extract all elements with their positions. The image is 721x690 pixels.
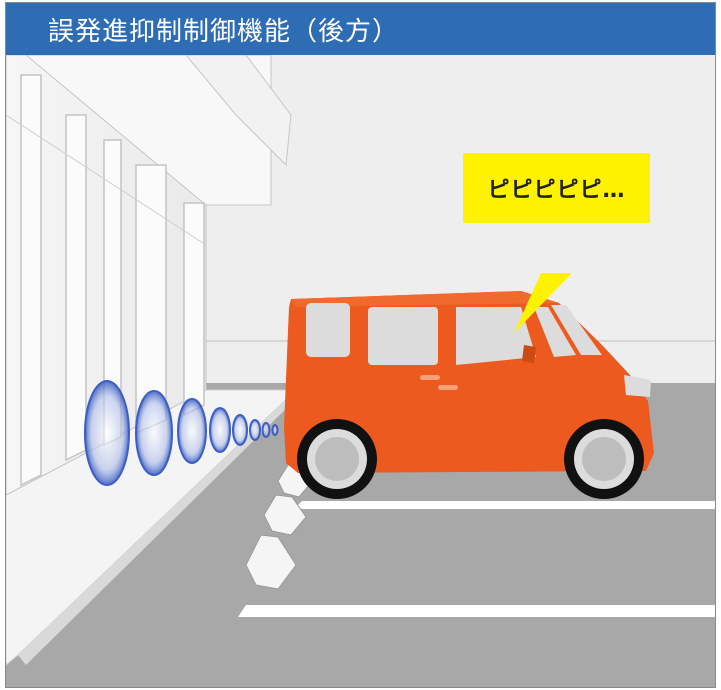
- header-bar: 誤発進抑制制御機能（後方）: [6, 3, 715, 55]
- callout-pointer: [514, 273, 572, 333]
- parking-scene: [6, 55, 715, 687]
- page-title: 誤発進抑制制御機能（後方）: [48, 16, 400, 47]
- front-wheel: [564, 419, 644, 499]
- rear-wheel: [297, 419, 377, 499]
- sensor-waves: [84, 380, 279, 486]
- illustration-frame: 誤発進抑制制御機能（後方）: [5, 2, 716, 688]
- wheel-stops: [245, 464, 312, 590]
- orange-car: [284, 291, 654, 499]
- parking-line: [238, 605, 715, 617]
- beep-callout: ピピピピピ…: [463, 153, 650, 223]
- parking-line: [294, 501, 715, 509]
- beep-text: ピピピピピ…: [487, 178, 626, 203]
